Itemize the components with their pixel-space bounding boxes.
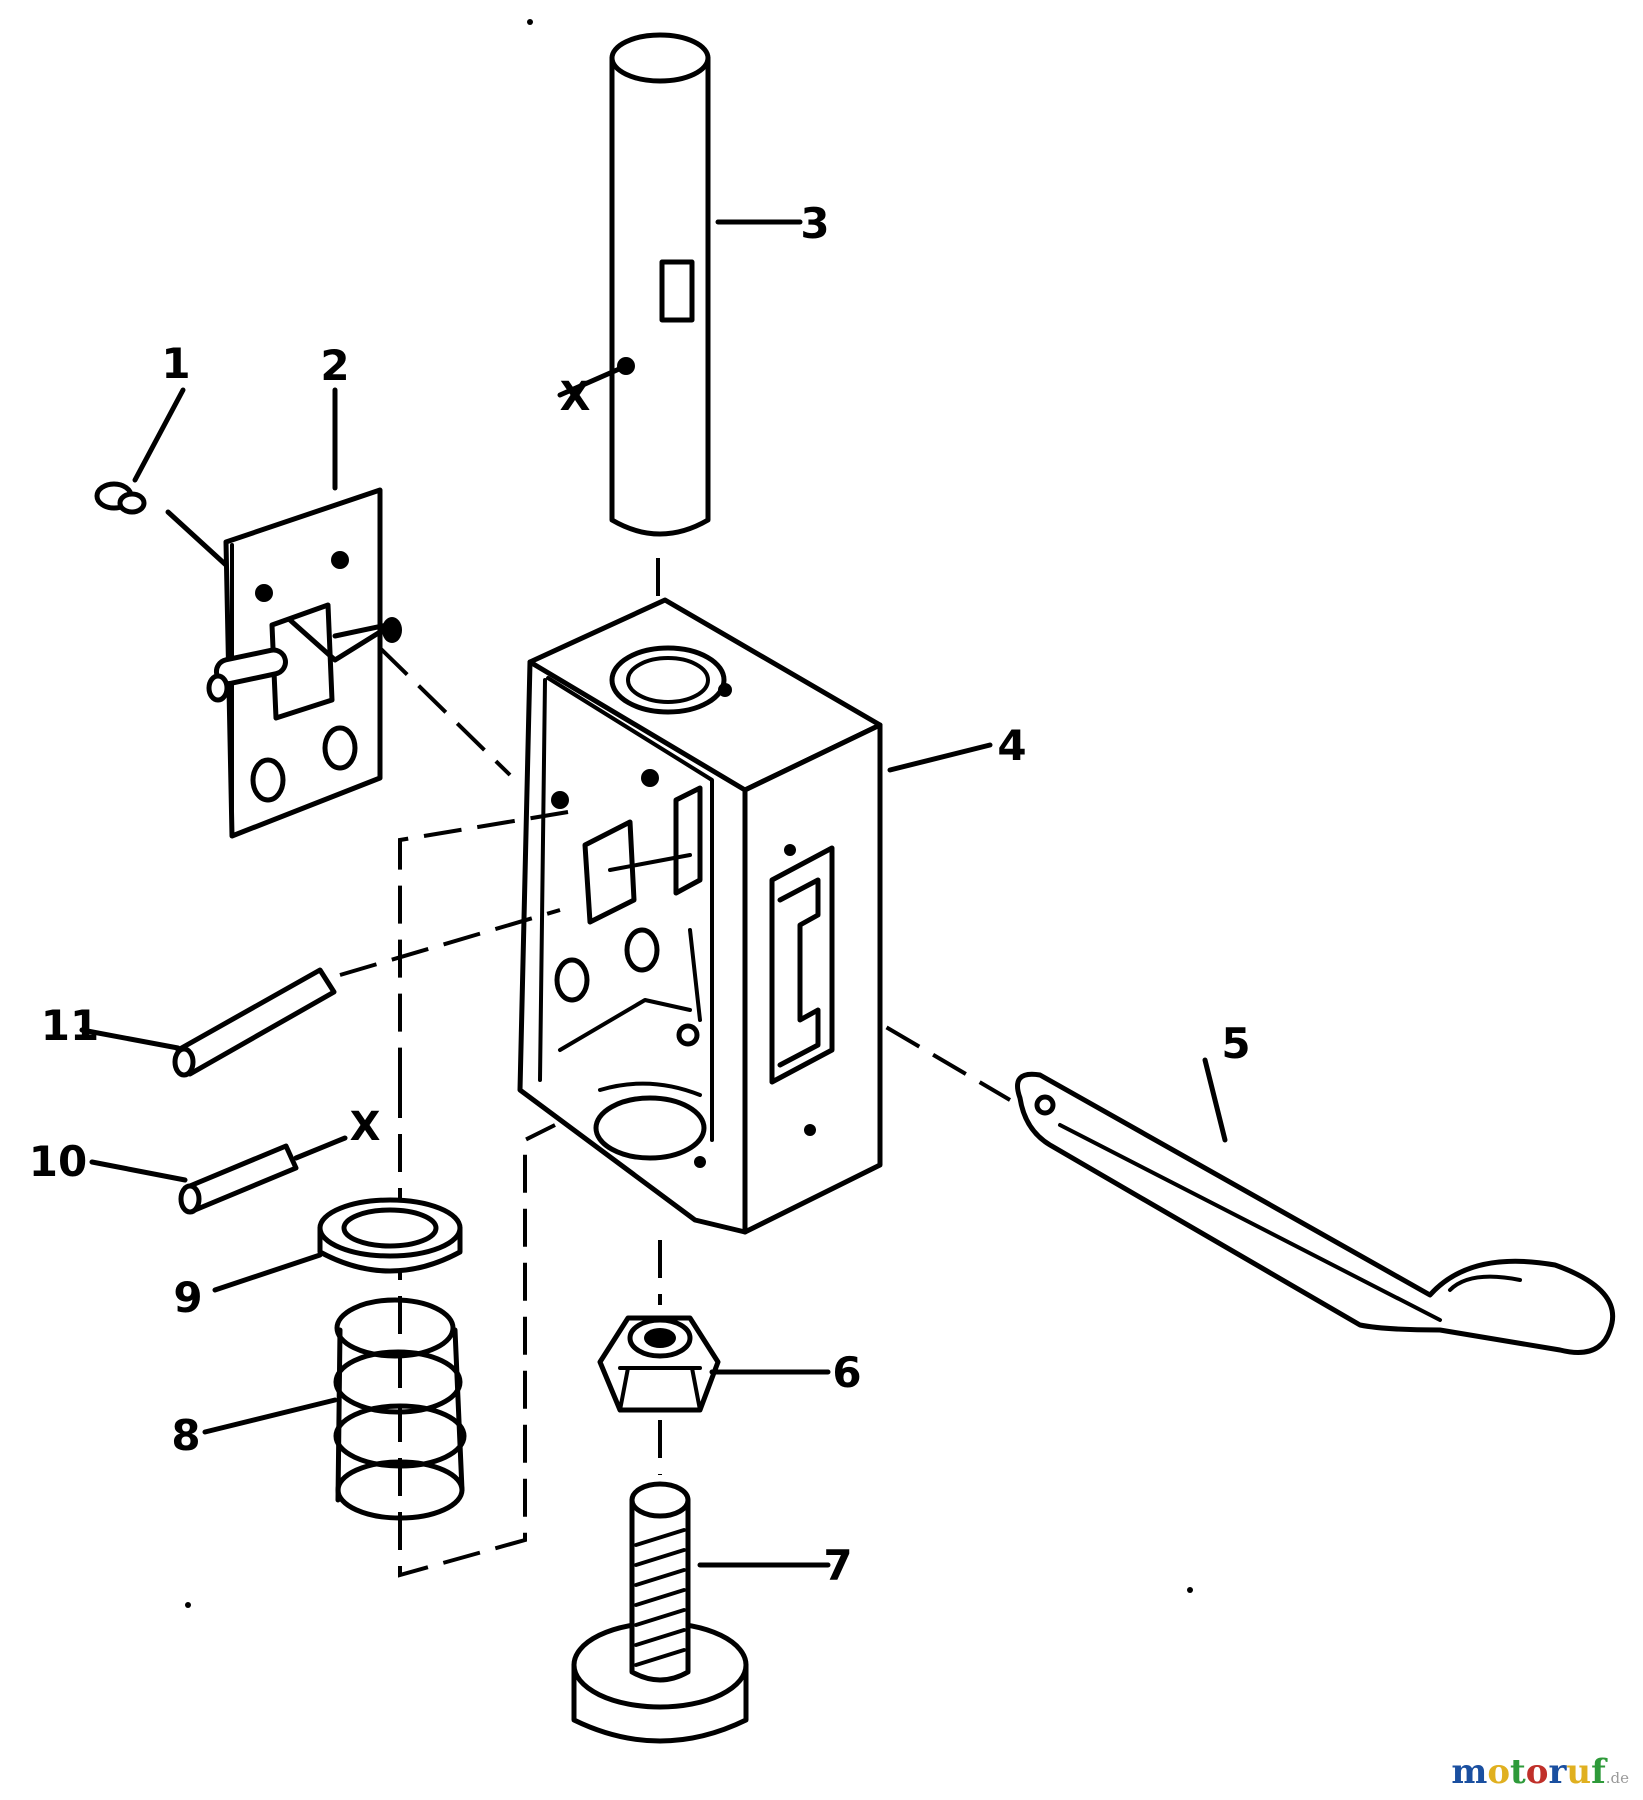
leader-lines — [79, 219, 1228, 1568]
callout-8: 8 — [171, 1411, 200, 1460]
callout-5: 5 — [1221, 1019, 1250, 1068]
short-pin-part — [178, 1135, 348, 1215]
callout-9: 9 — [173, 1273, 202, 1322]
callout-6: 6 — [832, 1348, 861, 1397]
hex-nut-part — [597, 1315, 721, 1413]
watermark-suffix: .de — [1605, 1769, 1629, 1787]
rivet-part — [94, 481, 147, 515]
housing-box-part — [517, 597, 883, 1235]
callout-1: 1 — [161, 339, 190, 388]
reference-mark-x-pin: X — [350, 1104, 381, 1150]
scan-specks — [185, 19, 1193, 1608]
watermark-letter: o — [1487, 1752, 1511, 1792]
watermark-letter: f — [1591, 1752, 1606, 1792]
spring-part — [333, 1297, 467, 1521]
callout-10: 10 — [29, 1137, 87, 1186]
watermark-letter: t — [1510, 1752, 1526, 1792]
watermark-letter: m — [1451, 1752, 1488, 1792]
callout-2: 2 — [320, 341, 349, 390]
callout-4: 4 — [997, 721, 1026, 770]
watermark-letter: r — [1548, 1752, 1567, 1792]
watermark-letter: o — [1525, 1752, 1549, 1792]
handle-lever-part — [1015, 1071, 1616, 1355]
watermark-logo: motoruf.de — [1451, 1752, 1629, 1792]
washer-part — [317, 1197, 463, 1274]
long-pin-part — [172, 967, 337, 1078]
watermark-letter: u — [1566, 1752, 1592, 1792]
callouts: 1 2 3 4 5 6 7 8 9 10 11 — [29, 199, 1251, 1590]
bolt-part — [571, 1481, 749, 1744]
tube-part — [609, 32, 711, 537]
latch-plate-part — [206, 487, 402, 839]
watermark-text: motoruf — [1451, 1752, 1605, 1792]
callout-7: 7 — [823, 1541, 852, 1590]
callout-11: 11 — [41, 1001, 99, 1050]
reference-marks: X X — [350, 374, 591, 1150]
reference-mark-x-tube: X — [560, 374, 591, 420]
callout-3: 3 — [800, 199, 829, 248]
